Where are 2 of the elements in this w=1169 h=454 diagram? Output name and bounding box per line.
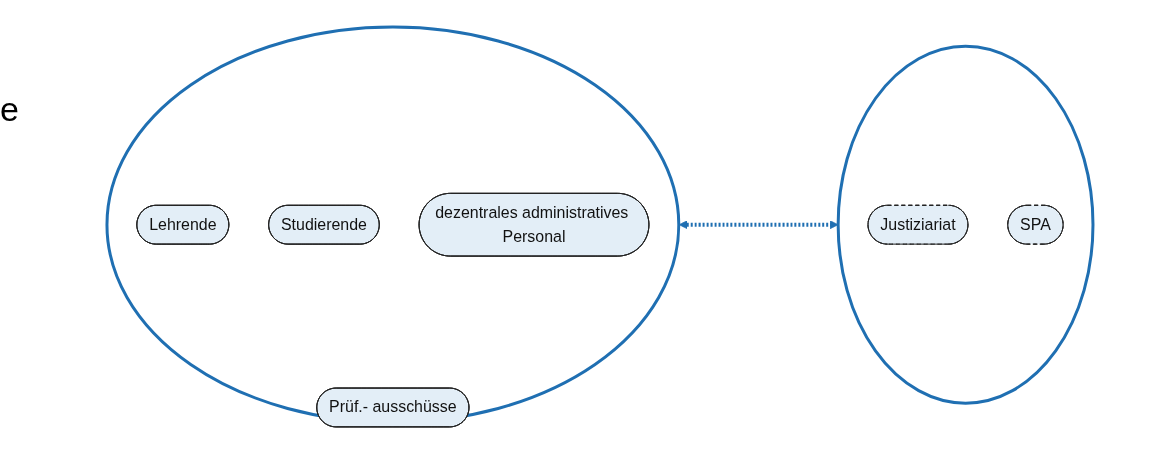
- cut-off-text: e: [0, 90, 19, 128]
- arrow: [678, 220, 839, 230]
